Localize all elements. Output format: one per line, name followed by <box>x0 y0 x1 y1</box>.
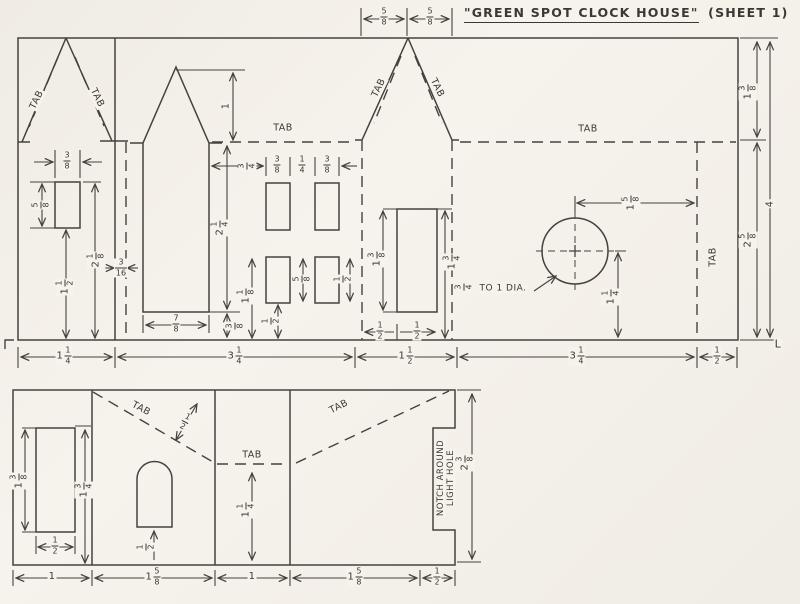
dim-tower-roof-height: 1 <box>220 101 232 111</box>
bottom-window <box>35 427 76 533</box>
bottom-sheet-dimensions <box>12 389 481 586</box>
roof-fold-right <box>295 390 450 464</box>
gable2-slopes <box>361 37 453 141</box>
sheet-number: (SHEET 1) <box>708 5 789 20</box>
ext-lines <box>574 196 626 252</box>
tower-outline <box>142 65 210 313</box>
left-eave-stubs <box>18 140 128 143</box>
ext-lines <box>265 157 340 176</box>
ext-lines <box>457 389 481 563</box>
cutouts <box>54 181 609 313</box>
ext-lines <box>142 69 245 333</box>
gable2-wall-folds <box>361 140 453 340</box>
ext-lines <box>383 208 452 340</box>
corner-mark-left <box>4 339 14 349</box>
tab-label: TAB <box>87 86 107 110</box>
sheet-title: "GREEN SPOT CLOCK HOUSE" (SHEET 1) <box>464 5 789 23</box>
tab-label: TAB <box>369 76 389 100</box>
tab-label: TAB <box>577 123 599 135</box>
tab-label: TAB <box>27 88 47 112</box>
ext-lines <box>360 8 453 36</box>
dim-right-total-height: 4 <box>764 199 776 209</box>
gable2-tab-folds <box>373 55 443 124</box>
top-sheet-outline <box>17 37 739 341</box>
arch-door <box>136 460 173 528</box>
roof-fold-left <box>92 391 214 463</box>
ext-lines <box>17 347 738 368</box>
left-wall-window <box>54 181 81 229</box>
front-door <box>396 208 438 313</box>
dia-note-text: TO 1 DIA. <box>478 283 528 294</box>
notch-note-line1: NOTCH AROUND <box>435 438 446 518</box>
clock-hole-crosshair <box>536 212 614 290</box>
tab-label: TAB <box>427 76 447 100</box>
front-lower-window-1 <box>265 256 291 304</box>
dia-leader-arrow <box>533 276 556 292</box>
ext-lines <box>22 425 91 554</box>
dim-bspan-3: 1 <box>247 571 257 582</box>
tab-label: TAB <box>327 397 351 417</box>
tab-label: TAB <box>241 449 263 461</box>
title-text: "GREEN SPOT CLOCK HOUSE" <box>464 5 699 23</box>
tab-label: TAB <box>272 122 294 134</box>
tab-label: TAB <box>129 399 153 419</box>
front-upper-window-2 <box>314 182 340 231</box>
front-upper-window-1 <box>265 182 291 231</box>
center-column <box>214 390 291 565</box>
ext-lines <box>30 150 101 229</box>
ext-lines <box>12 570 456 586</box>
bottom-fold-lines <box>92 390 450 465</box>
bottom-sheet-outline <box>12 389 456 566</box>
dim-bspan-1: 1 <box>47 571 57 582</box>
ext-lines <box>740 37 778 341</box>
tab-label: TAB <box>707 246 719 268</box>
corner-mark-right: L <box>773 337 783 351</box>
